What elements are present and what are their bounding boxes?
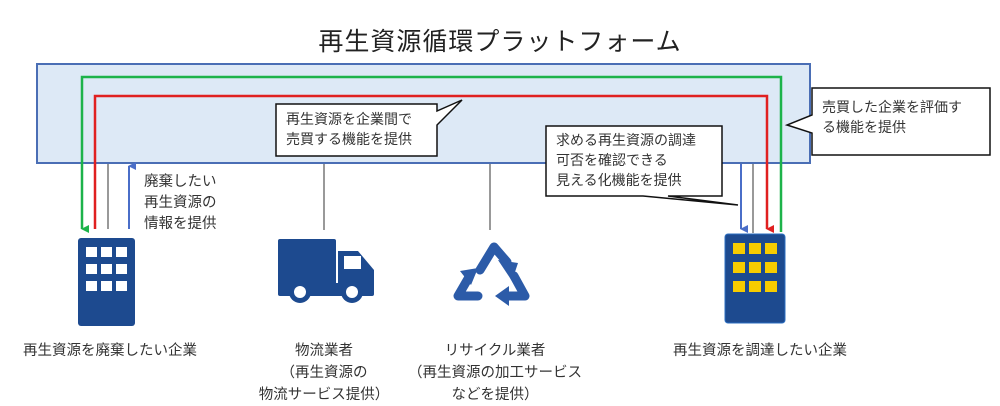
red-flow-line — [93, 94, 774, 233]
recycle-icon — [453, 242, 530, 301]
recycle-arrowheads — [460, 260, 518, 306]
trade-callout-bubble — [275, 99, 463, 157]
green-flow-line — [80, 75, 783, 233]
trade-callout-text: 再生資源を企業間で 売買する機能を提供 — [286, 112, 412, 148]
procurer-building-icon — [724, 233, 786, 324]
disposer-label: 再生資源を廃棄したい企業 — [23, 343, 197, 359]
disposer-building-icon — [78, 238, 135, 326]
logistics-label: 物流業者 （再生資源の 物流サービス提供） — [258, 343, 390, 403]
visibility-callout-text: 求める再生資源の調達 可否を確認できる 見える化機能を提供 — [556, 133, 696, 189]
platform-title: 再生資源循環プラットフォーム — [318, 27, 682, 56]
recycler-label: リサイクル業者 （再生資源の加工サービス などを提供） — [408, 343, 582, 403]
visibility-callout-bubble — [545, 125, 739, 206]
evaluation-callout-text: 売買した企業を評価す る機能を提供 — [822, 100, 962, 136]
evaluation-callout-bubble — [784, 87, 991, 156]
disposal-info-note: 廃棄したい 再生資源の 情報を提供 — [144, 174, 217, 232]
procurer-label: 再生資源を調達したい企業 — [673, 343, 847, 359]
truck-icon — [278, 239, 374, 303]
